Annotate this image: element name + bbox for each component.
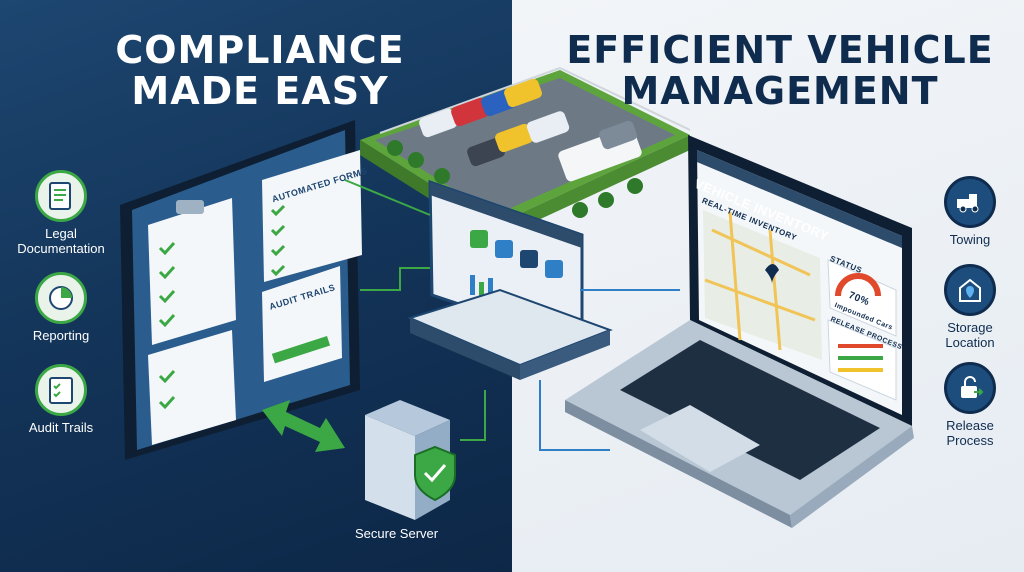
connection-arrows [344, 179, 486, 441]
left-title: COMPLIANCE MADE EASY [80, 28, 440, 114]
server-label: Secure Server [355, 526, 439, 541]
parking-lot [360, 67, 691, 240]
secure-server [365, 400, 456, 520]
right-title: EFFICIENT VEHICLE MANAGEMENT [560, 28, 1000, 114]
laptop-device [565, 135, 914, 528]
right-title-line-1: EFFICIENT VEHICLE [566, 28, 994, 72]
left-title-line-2: MADE EASY [131, 69, 389, 114]
left-title-line-1: COMPLIANCE [115, 28, 405, 72]
tablet-device [120, 120, 362, 460]
center-dashboard [407, 179, 613, 380]
right-title-line-2: MANAGEMENT [621, 69, 939, 114]
sync-arrow [262, 400, 345, 452]
